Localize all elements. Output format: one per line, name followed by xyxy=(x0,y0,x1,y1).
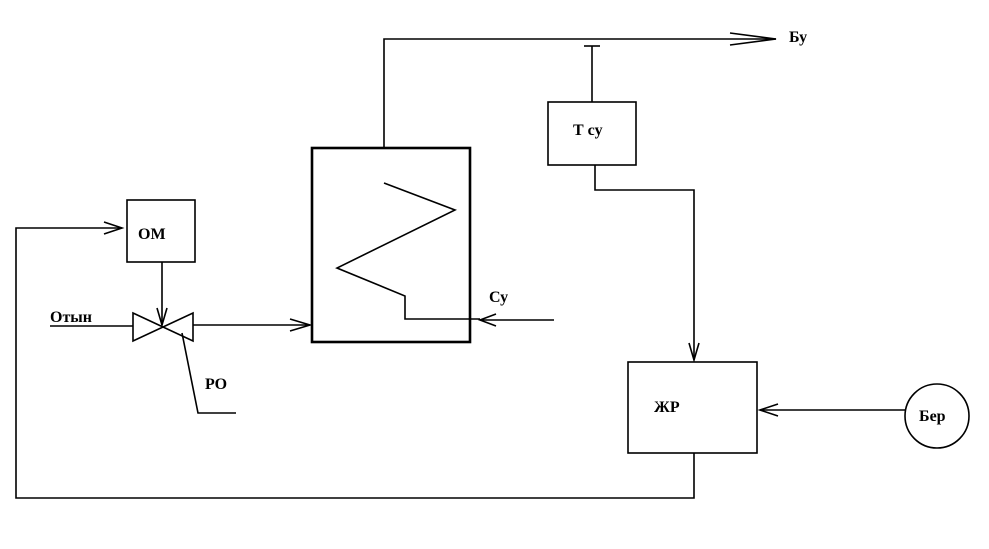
control-feedback-line xyxy=(15,227,695,499)
steam-outlet-arrowhead xyxy=(729,32,777,46)
valve-leader-line xyxy=(181,332,236,414)
setpoint-circle xyxy=(904,383,970,449)
heat-exchanger-box xyxy=(310,146,472,344)
controller-box xyxy=(627,361,758,454)
temperature-signal-arrowhead xyxy=(688,342,700,363)
temperature-signal-line xyxy=(594,165,695,360)
label-ber: Бер xyxy=(919,408,946,425)
heat-exchanger-coil xyxy=(335,182,480,320)
label-t-su: Т су xyxy=(573,122,603,139)
label-ro: РО xyxy=(205,376,227,393)
setpoint-arrowhead xyxy=(757,403,779,417)
fuel-feed-arrowhead xyxy=(289,318,313,332)
temperature-sensor-box xyxy=(547,101,637,166)
actuator-stem-arrowhead xyxy=(156,307,168,328)
label-om: ОМ xyxy=(138,226,166,243)
label-bu: Бу xyxy=(789,29,807,46)
water-inlet-arrowhead xyxy=(477,313,497,327)
label-su: Су xyxy=(489,289,508,306)
label-otyn: Отын xyxy=(50,309,92,326)
label-zhr: ЖР xyxy=(654,399,680,416)
control-valve xyxy=(132,311,194,343)
steam-outlet-line xyxy=(383,38,776,183)
actuator-box xyxy=(126,199,196,263)
control-feedback-arrowhead xyxy=(103,221,125,235)
